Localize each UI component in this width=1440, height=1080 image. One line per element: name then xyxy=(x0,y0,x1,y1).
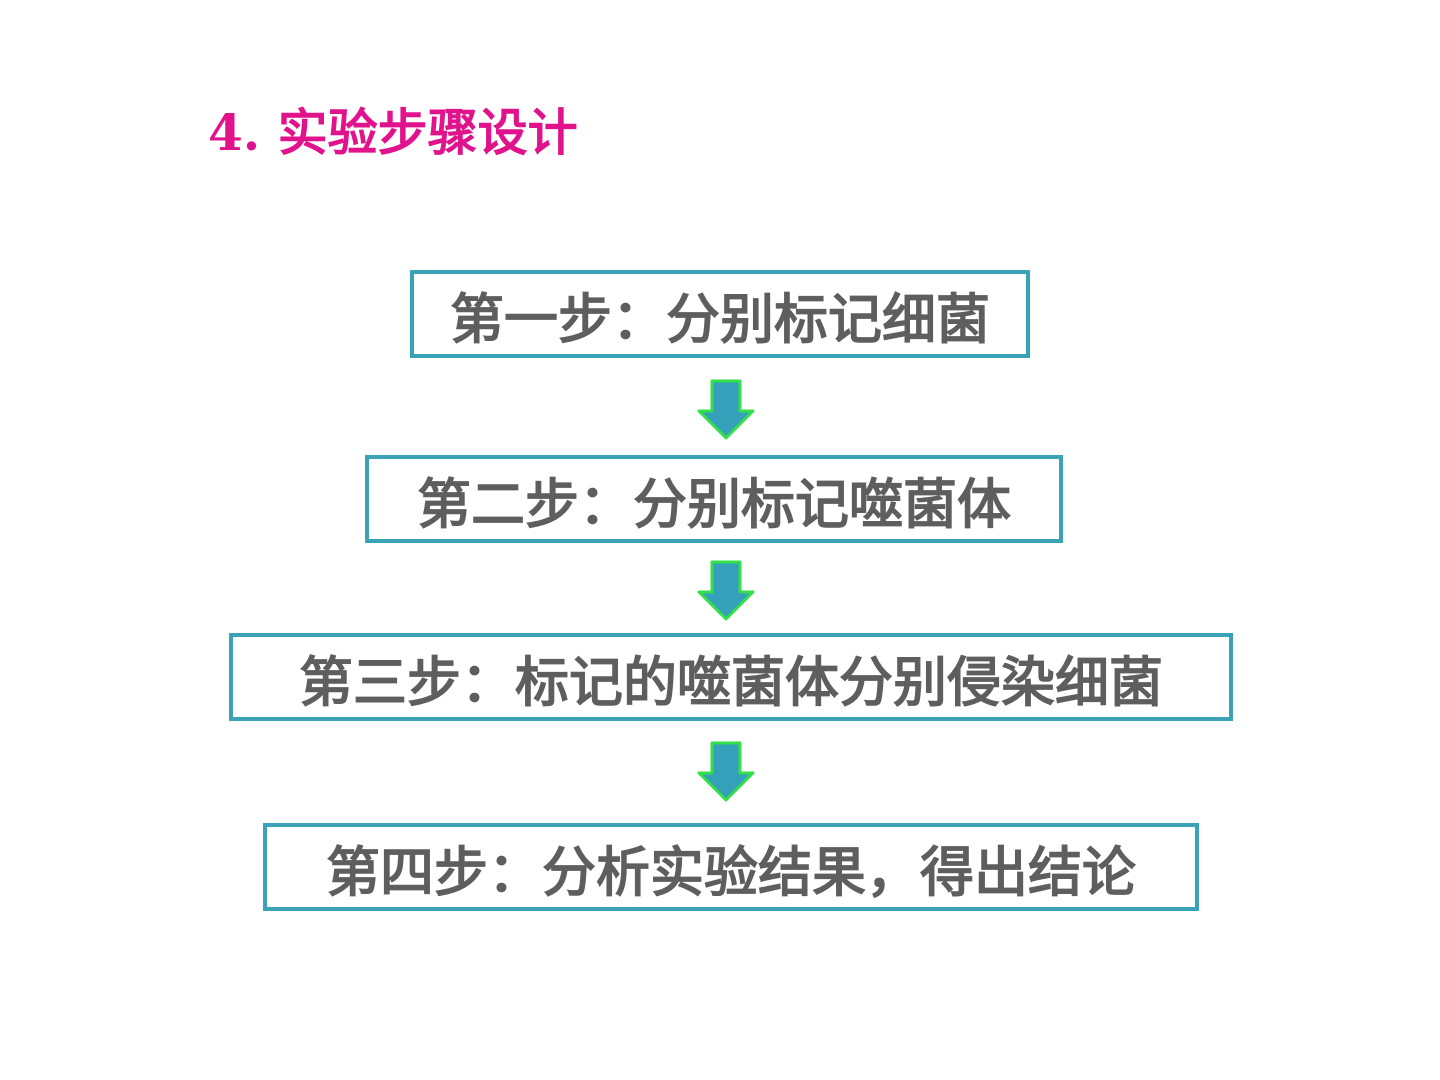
step-4-box: 第四步：分析实验结果，得出结论 xyxy=(263,823,1199,911)
step-4-label: 第四步：分析实验结果，得出结论 xyxy=(326,839,1136,904)
step-1-box: 第一步：分别标记细菌 xyxy=(410,270,1030,358)
step-2-box: 第二步：分别标记噬菌体 xyxy=(365,455,1063,543)
down-arrow-icon xyxy=(696,560,756,622)
step-2-label: 第二步：分别标记噬菌体 xyxy=(417,471,1011,536)
slide-title: 4. 实验步骤设计 xyxy=(208,103,578,162)
step-3-box: 第三步：标记的噬菌体分别侵染细菌 xyxy=(229,633,1233,721)
down-arrow-icon xyxy=(696,379,756,441)
step-1-label: 第一步：分别标记细菌 xyxy=(450,286,990,351)
step-3-label: 第三步：标记的噬菌体分别侵染细菌 xyxy=(299,649,1163,714)
down-arrow-icon xyxy=(696,741,756,803)
